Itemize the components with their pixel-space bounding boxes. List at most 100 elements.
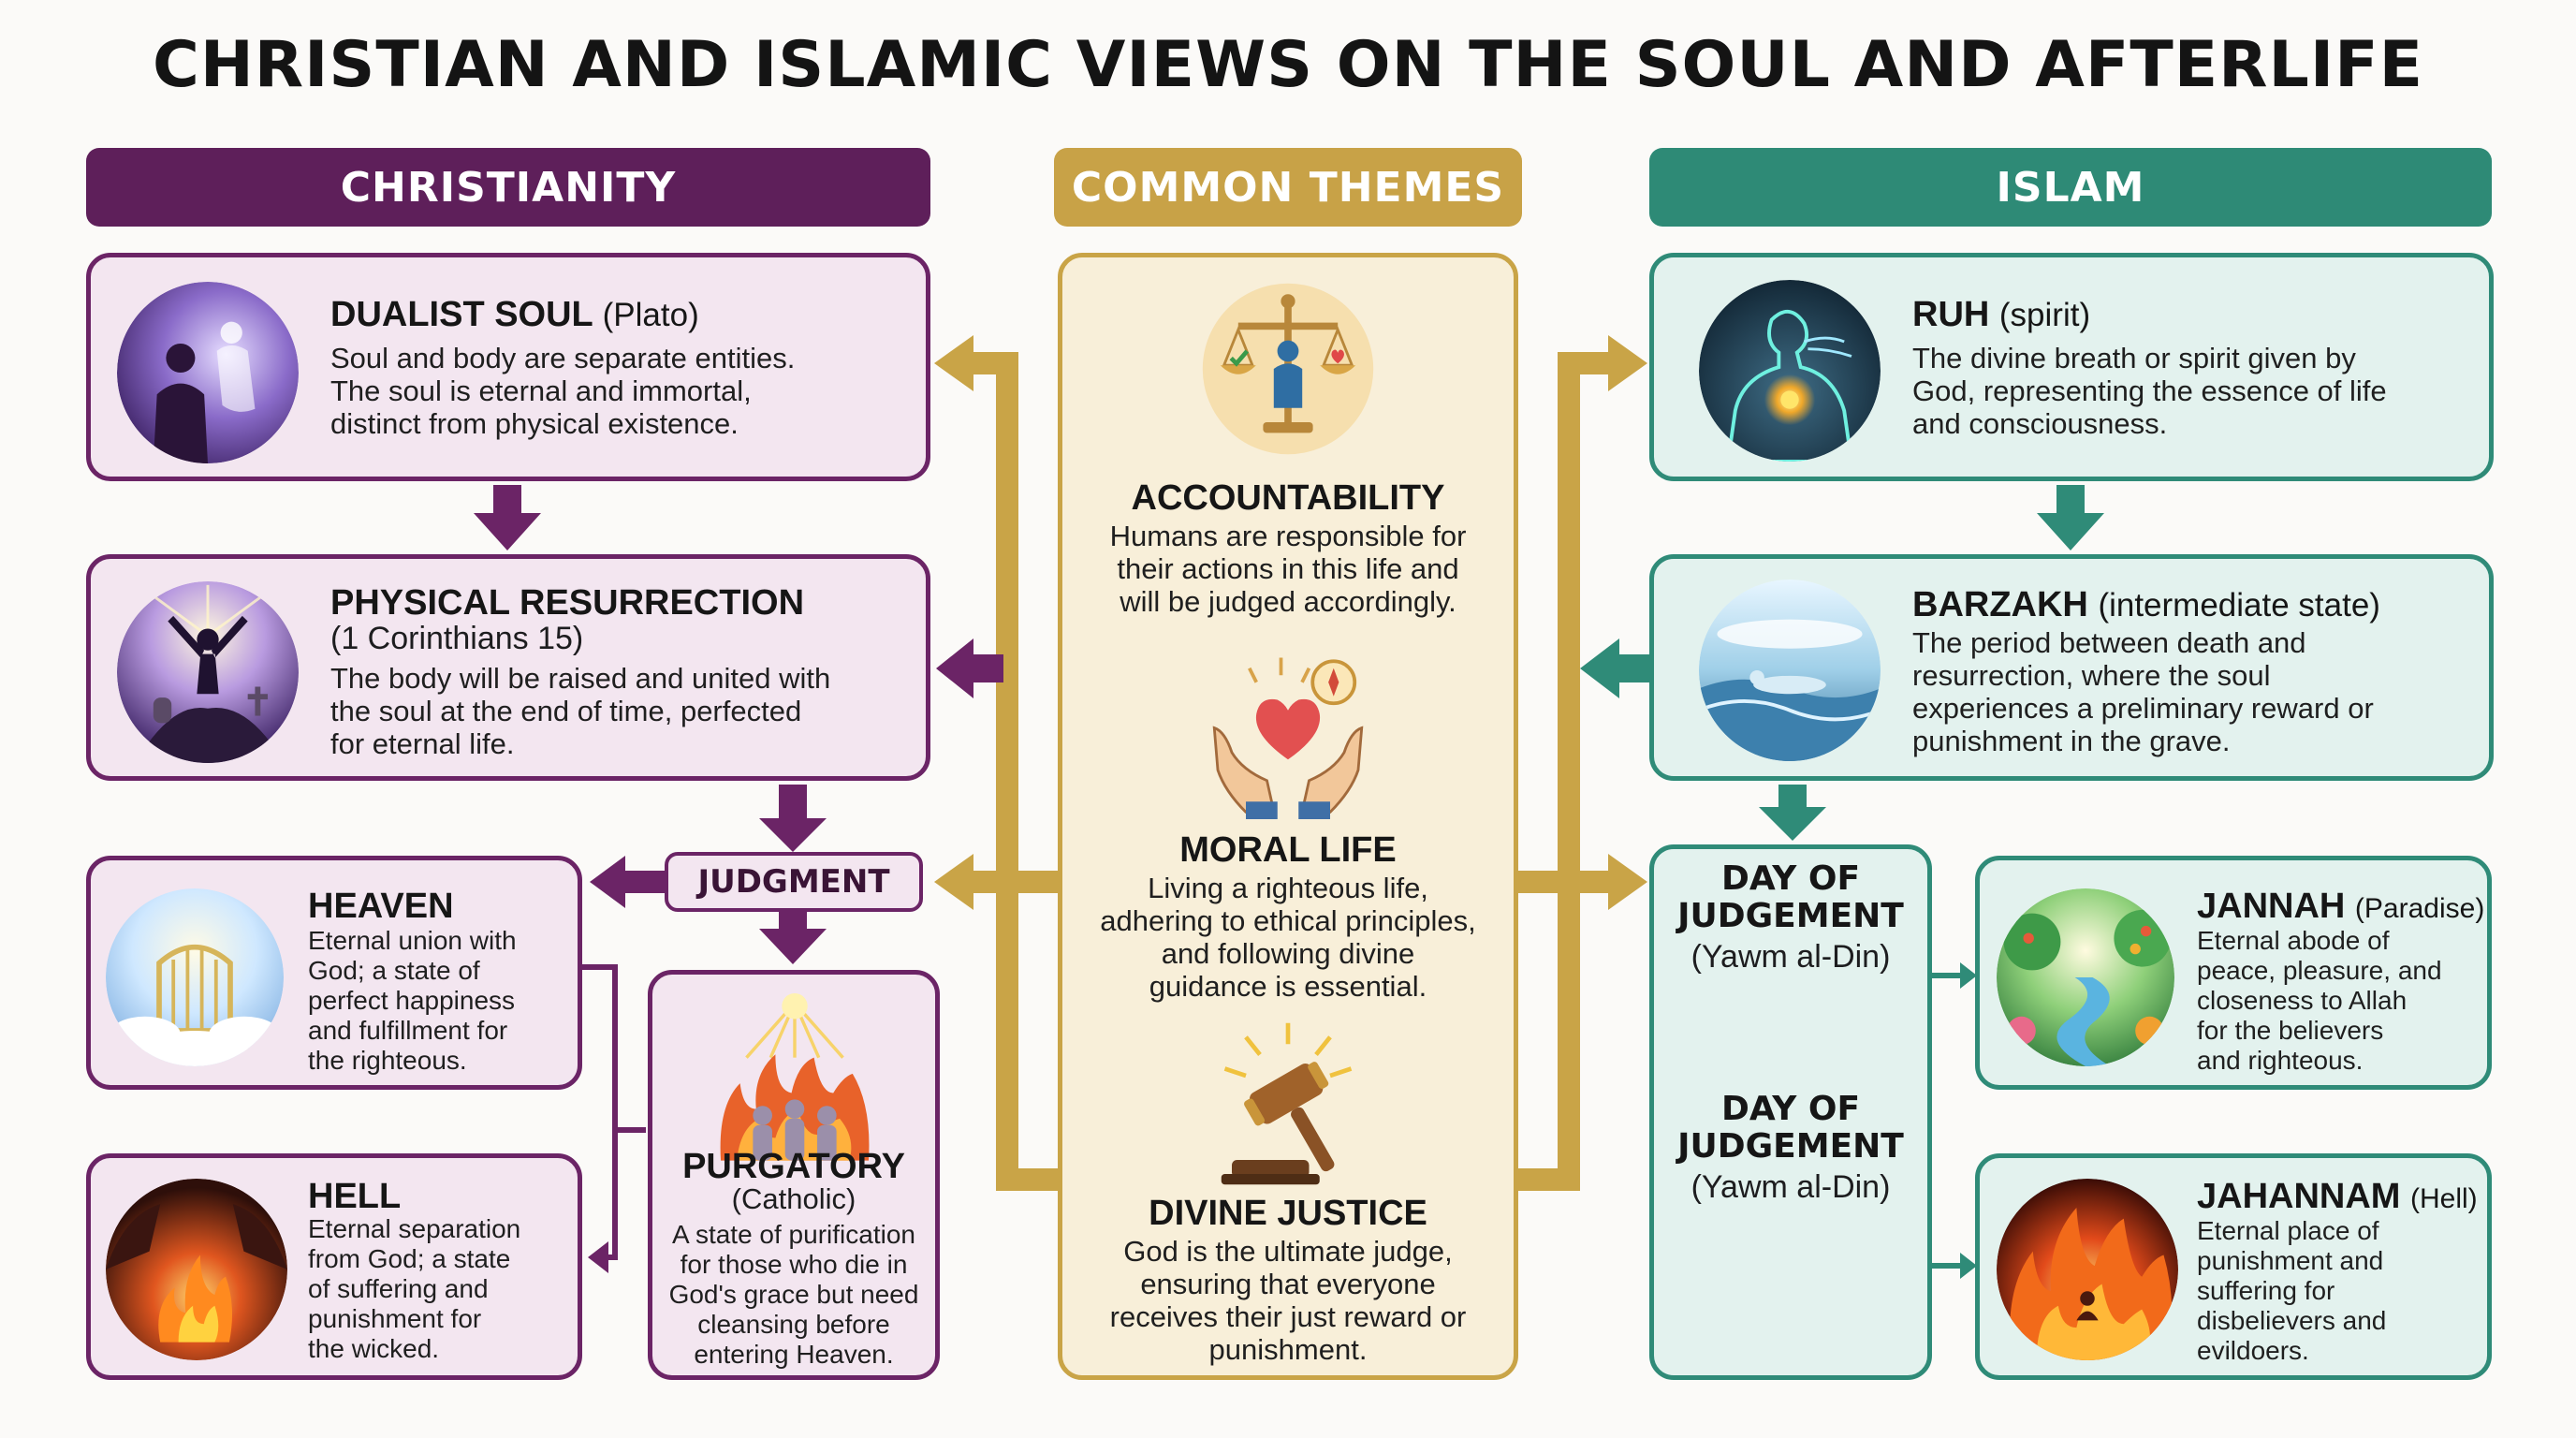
christianity-connectors bbox=[474, 485, 1003, 1273]
desc-line: God's grace but need bbox=[668, 1280, 919, 1309]
jannah-card: JANNAH (Paradise) Eternal abode of peace… bbox=[1975, 856, 2492, 1090]
jannah-description: Eternal abode of peace, pleasure, and cl… bbox=[2197, 926, 2487, 1076]
common-themes-panel: ACCOUNTABILITY Humans are responsible fo… bbox=[1058, 253, 1518, 1380]
desc-line: Eternal separation bbox=[308, 1214, 521, 1243]
desc-line: suffering for bbox=[2197, 1276, 2335, 1305]
barzakh-icon bbox=[1699, 580, 1881, 761]
desc-line: and righteous. bbox=[2197, 1046, 2364, 1075]
jahannam-description: Eternal place of punishment and sufferin… bbox=[2197, 1216, 2487, 1366]
heaven-icon bbox=[106, 888, 284, 1066]
hands-heart-icon bbox=[1199, 651, 1377, 819]
desc-line: and consciousness. bbox=[1912, 407, 2168, 440]
day-of-judgement-subtitle-2: (Yawm al-Din) bbox=[1690, 1169, 1891, 1205]
dualist-soul-description: Soul and body are separate entities. The… bbox=[330, 342, 920, 440]
desc-line: punishment. bbox=[1208, 1333, 1368, 1366]
accountability-title: ACCOUNTABILITY bbox=[1131, 478, 1445, 518]
desc-line: cleansing before bbox=[697, 1310, 890, 1339]
resurrection-description: The body will be raised and united with … bbox=[330, 662, 929, 760]
desc-line: the righteous. bbox=[308, 1046, 467, 1075]
desc-line: for those who die in bbox=[680, 1250, 908, 1279]
day-of-judgement-subtitle-1: (Yawm al-Din) bbox=[1690, 939, 1891, 975]
desc-line: A state of purification bbox=[672, 1220, 915, 1249]
desc-line: The body will be raised and united with bbox=[330, 662, 831, 695]
purgatory-subtitle: (Catholic) bbox=[731, 1182, 856, 1215]
barzakh-subtitle: (intermediate state) bbox=[2098, 587, 2380, 624]
desc-line: God, representing the essence of life bbox=[1912, 374, 2387, 407]
jannah-name: JANNAH bbox=[2197, 887, 2346, 926]
desc-line: punishment for bbox=[308, 1304, 482, 1333]
desc-line: Soul and body are separate entities. bbox=[330, 342, 796, 374]
purgatory-description: A state of purification for those who di… bbox=[652, 1220, 935, 1370]
desc-line: Humans are responsible for bbox=[1109, 520, 1467, 552]
title-line: JUDGEMENT bbox=[1677, 897, 1904, 935]
desc-line: distinct from physical existence. bbox=[330, 407, 739, 440]
physical-resurrection-card: PHYSICAL RESURRECTION (1 Corinthians 15)… bbox=[86, 554, 930, 781]
resurrection-subtitle: (1 Corinthians 15) bbox=[330, 621, 584, 656]
desc-line: and following divine bbox=[1161, 937, 1415, 970]
desc-line: The divine breath or spirit given by bbox=[1912, 342, 2356, 374]
jahannam-subtitle: (Hell) bbox=[2410, 1183, 2478, 1214]
desc-line: entering Heaven. bbox=[694, 1340, 894, 1369]
desc-line: God; a state of bbox=[308, 956, 480, 985]
desc-line: Eternal abode of bbox=[2197, 926, 2390, 955]
desc-line: The period between death and bbox=[1912, 626, 2306, 659]
hell-card: HELL Eternal separation from God; a stat… bbox=[86, 1153, 582, 1380]
resurrection-title: PHYSICAL RESURRECTION bbox=[330, 583, 805, 623]
jahannam-card: JAHANNAM (Hell) Eternal place of punishm… bbox=[1975, 1153, 2492, 1380]
dualist-soul-title: DUALIST SOUL (Plato) bbox=[330, 295, 911, 335]
desc-line: peace, pleasure, and bbox=[2197, 956, 2442, 985]
islam-connectors bbox=[1580, 485, 2104, 1279]
desc-line: from God; a state bbox=[308, 1244, 511, 1273]
desc-line: Eternal union with bbox=[308, 926, 517, 955]
ruh-title: RUH (spirit) bbox=[1912, 295, 2474, 335]
purgatory-card: PURGATORY (Catholic) A state of purifica… bbox=[648, 970, 940, 1380]
desc-line: God is the ultimate judge, bbox=[1123, 1235, 1453, 1268]
hell-title: HELL bbox=[308, 1177, 402, 1216]
purgatory-title: PURGATORY bbox=[682, 1147, 905, 1186]
title-line: DAY OF bbox=[1720, 859, 1861, 898]
heaven-card: HEAVEN Eternal union with God; a state o… bbox=[86, 856, 582, 1090]
jannah-icon bbox=[1997, 888, 2174, 1066]
desc-line: for eternal life. bbox=[330, 727, 515, 760]
ruh-icon bbox=[1699, 280, 1881, 462]
desc-line: closeness to Allah bbox=[2197, 986, 2408, 1015]
heaven-title: HEAVEN bbox=[308, 887, 454, 926]
christianity-header: CHRISTIANITY bbox=[86, 148, 930, 227]
desc-line: punishment in the grave. bbox=[1912, 725, 2231, 757]
dualist-soul-name: DUALIST SOUL bbox=[330, 295, 593, 334]
barzakh-name: BARZAKH bbox=[1912, 585, 2088, 624]
heaven-description: Eternal union with God; a state of perfe… bbox=[308, 926, 579, 1076]
desc-line: guidance is essential. bbox=[1149, 970, 1427, 1003]
desc-line: the soul at the end of time, perfected bbox=[330, 695, 802, 727]
divine-justice-description: God is the ultimate judge, ensuring that… bbox=[1062, 1235, 1514, 1366]
desc-line: disbelievers and bbox=[2197, 1306, 2387, 1335]
barzakh-description: The period between death and resurrectio… bbox=[1912, 626, 2483, 757]
ruh-card: RUH (spirit) The divine breath or spirit… bbox=[1649, 253, 2494, 481]
desc-line: resurrection, where the soul bbox=[1912, 659, 2271, 692]
desc-line: evildoers. bbox=[2197, 1336, 2309, 1365]
desc-line: punishment and bbox=[2197, 1246, 2384, 1275]
desc-line: adhering to ethical principles, bbox=[1100, 904, 1476, 937]
gavel-icon bbox=[1199, 1020, 1377, 1188]
jahannam-icon bbox=[1997, 1179, 2178, 1360]
jahannam-title: JAHANNAM (Hell) bbox=[2197, 1177, 2487, 1219]
moral-life-title: MORAL LIFE bbox=[1179, 830, 1397, 870]
jannah-subtitle: (Paradise) bbox=[2354, 893, 2485, 924]
barzakh-title: BARZAKH (intermediate state) bbox=[1912, 585, 2483, 625]
desc-line: Eternal place of bbox=[2197, 1216, 2379, 1245]
ruh-subtitle: (spirit) bbox=[1998, 297, 2091, 333]
title-line: JUDGEMENT bbox=[1677, 1127, 1904, 1166]
day-of-judgement-title-1: DAY OF JUDGEMENT bbox=[1654, 860, 1927, 935]
divine-justice-title: DIVINE JUSTICE bbox=[1149, 1194, 1427, 1233]
jahannam-name: JAHANNAM bbox=[2197, 1177, 2401, 1216]
dualist-soul-card: DUALIST SOUL (Plato) Soul and body are s… bbox=[86, 253, 930, 481]
desc-line: the wicked. bbox=[308, 1334, 440, 1363]
desc-line: ensuring that everyone bbox=[1140, 1268, 1436, 1300]
resurrection-icon bbox=[117, 581, 299, 763]
ruh-description: The divine breath or spirit given by God… bbox=[1912, 342, 2483, 440]
scales-icon bbox=[1199, 280, 1377, 458]
desc-line: of suffering and bbox=[308, 1274, 489, 1303]
purgatory-icon bbox=[714, 993, 875, 1164]
ruh-name: RUH bbox=[1912, 295, 1990, 334]
